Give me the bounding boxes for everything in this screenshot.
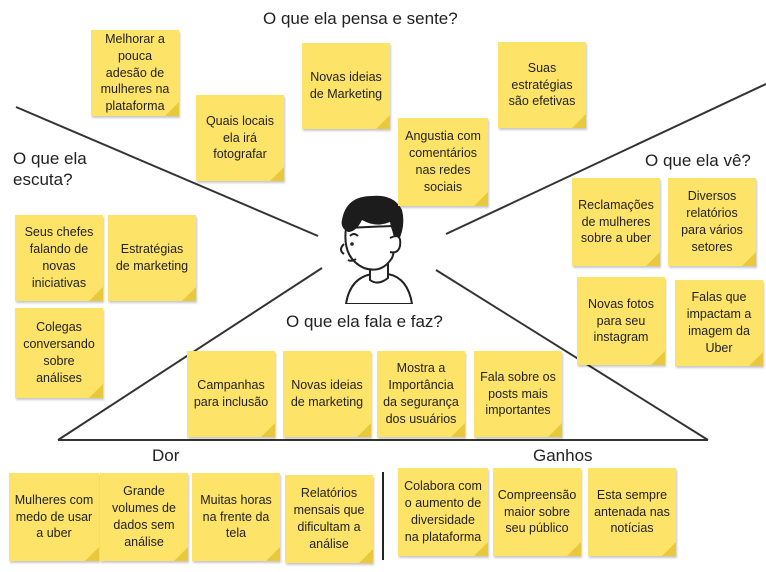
sticky-note: Relatórios mensais que dificultam a anál… — [285, 475, 373, 563]
sticky-note: Seus chefes falando de novas iniciativas — [15, 215, 103, 301]
person-avatar-icon — [340, 195, 414, 304]
heading-ganhos: Ganhos — [533, 446, 593, 465]
sticky-note: Reclamações de mulheres sobre a uber — [572, 178, 660, 266]
heading-pensa-sente: O que ela pensa e sente? — [263, 9, 458, 28]
triangle-right-edge — [435, 269, 709, 441]
sticky-note: Mulheres com medo de usar a uber — [9, 473, 99, 561]
sticky-note: Esta sempre antenada nas notícias — [588, 468, 676, 556]
sticky-note: Colabora com o aumento de diversidade na… — [398, 468, 488, 556]
sticky-note: Suas estratégias são efetivas — [498, 42, 586, 128]
dor-ganhos-divider — [382, 472, 384, 560]
sticky-note: Compreensão maior sobre seu público — [493, 468, 581, 556]
divider-line-top-right — [445, 83, 766, 235]
heading-ve: O que ela vê? — [645, 151, 751, 170]
sticky-note: Novas ideias de Marketing — [302, 43, 390, 129]
sticky-note: Campanhas para inclusão — [187, 351, 275, 437]
heading-escuta: O que ela escuta? — [13, 149, 87, 190]
sticky-note: Angustia com comentários nas redes socia… — [398, 118, 488, 206]
sticky-note: Muitas horas na frente da tela — [192, 473, 280, 561]
heading-dor: Dor — [152, 446, 180, 465]
sticky-note: Grande volumes de dados sem análise — [100, 473, 188, 561]
divider-line-top-left — [15, 106, 319, 237]
sticky-note: Melhorar a pouca adesão de mulheres na p… — [91, 30, 179, 116]
sticky-note: Fala sobre os posts mais importantes — [474, 351, 562, 437]
sticky-note: Falas que impactam a imagem da Uber — [675, 280, 763, 366]
sticky-note: Estratégias de marketing — [108, 215, 196, 301]
heading-fala-faz: O que ela fala e faz? — [286, 312, 443, 331]
sticky-note: Colegas conversando sobre análises — [15, 308, 103, 398]
sticky-note: Mostra a Importância da segurança dos us… — [377, 351, 465, 437]
sticky-note: Diversos relatórios para vários setores — [668, 178, 756, 266]
sticky-note: Quais locais ela irá fotografar — [196, 95, 284, 181]
sticky-note: Novas fotos para seu instagram — [577, 277, 665, 365]
sticky-note: Novas ideias de marketing — [283, 351, 371, 437]
